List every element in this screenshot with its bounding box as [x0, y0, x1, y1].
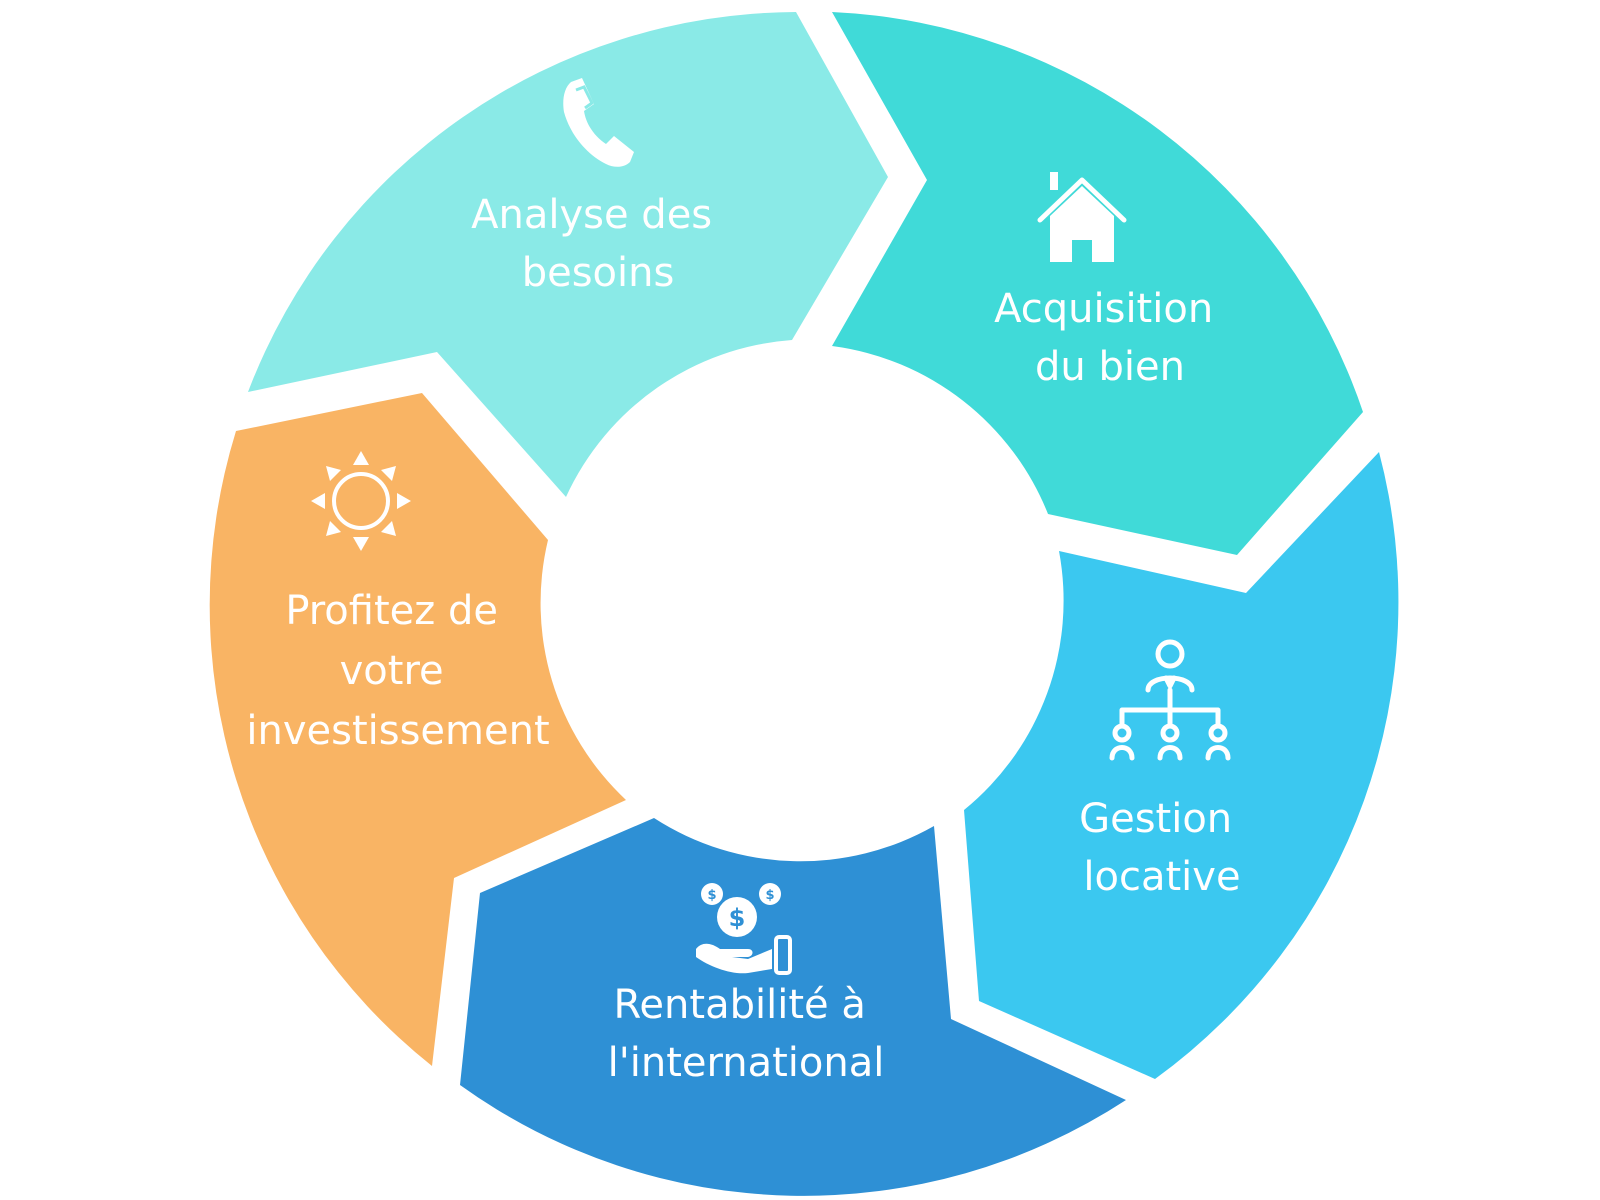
segment-rentabilite-shape — [460, 818, 1126, 1196]
segment-rentabilite: $ $ $ Rentabilité à l'international — [460, 818, 1126, 1196]
house-icon — [1037, 172, 1127, 262]
segment-analyse-label: Analyse des besoins — [471, 192, 725, 296]
segment-gestion-shape — [964, 452, 1399, 1079]
phone-icon — [563, 78, 634, 167]
hand-coins-icon: $ $ $ — [696, 883, 792, 975]
svg-text:$: $ — [707, 888, 716, 903]
segment-profitez-shape — [209, 393, 627, 1066]
segment-acquisition-shape — [832, 12, 1363, 555]
segment-gestion: Gestion locative — [964, 452, 1399, 1079]
org-chart-icon — [1109, 639, 1231, 761]
segment-acquisition-label: Acquisition du bien — [994, 286, 1226, 390]
segment-acquisition: Acquisition du bien — [832, 12, 1363, 555]
segment-analyse: Analyse des besoins — [248, 12, 888, 497]
segment-gestion-label: Gestion locative — [1079, 796, 1245, 900]
sun-icon — [311, 451, 411, 551]
segment-profitez-label: Profitez de votre investissement — [246, 588, 549, 754]
segment-analyse-shape — [248, 12, 888, 497]
svg-text:$: $ — [765, 888, 774, 903]
segment-profitez: Profitez de votre investissement — [209, 393, 627, 1066]
svg-text:$: $ — [729, 904, 746, 932]
segment-rentabilite-label: Rentabilité à l'international — [608, 982, 885, 1086]
